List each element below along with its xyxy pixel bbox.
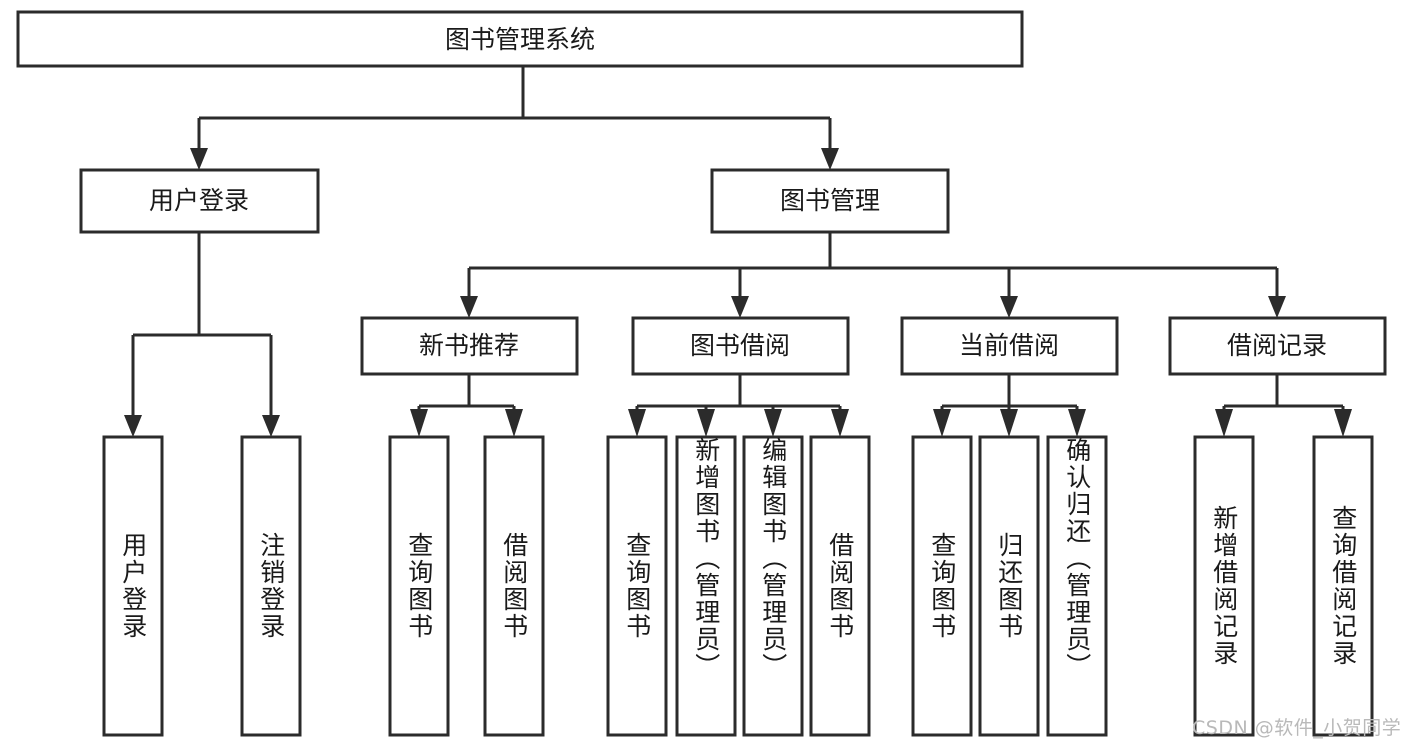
leaf-new-book-2-box[interactable] [483, 435, 545, 737]
arrow-new-book-leaf-2 [505, 409, 523, 437]
csdn-watermark: CSDN @软件_小贺同学 [1192, 717, 1402, 739]
leaf-user-login-2-box[interactable] [240, 435, 302, 737]
node-book-borrow-box[interactable] [631, 316, 850, 376]
node-current-borrow-label: 当前借阅 [959, 331, 1059, 360]
leaf-current-borrow-1-box[interactable] [911, 435, 973, 737]
leaf-book-borrow-3-box[interactable] [742, 435, 804, 737]
arrow-root-to-book-mgmt [821, 148, 839, 170]
leaf-new-book-1-box[interactable] [388, 435, 450, 737]
arrow-borrow-record-leaf-1 [1215, 409, 1233, 437]
arrow-book-mgmt-to-record [1268, 296, 1286, 318]
leaf-borrow-record-1-box[interactable] [1193, 435, 1255, 737]
arrow-root-to-user-login [190, 148, 208, 170]
connector-layer [124, 66, 1352, 437]
arrow-user-login-leaf-2 [262, 415, 280, 437]
arrow-book-mgmt-to-current [1000, 296, 1018, 318]
arrow-book-mgmt-to-new-book [460, 296, 478, 318]
leaf-user-login-1-box[interactable] [102, 435, 164, 737]
node-root-box[interactable] [16, 10, 1024, 68]
node-book-management-label: 图书管理 [780, 186, 880, 215]
arrow-book-borrow-leaf-1 [628, 409, 646, 437]
leaf-current-borrow-3-box[interactable] [1046, 435, 1108, 737]
node-borrow-record-box[interactable] [1168, 316, 1387, 376]
node-book-management-box[interactable] [710, 168, 950, 234]
arrow-book-mgmt-to-borrow [731, 296, 749, 318]
node-root-label: 图书管理系统 [445, 25, 595, 54]
node-user-login-label: 用户登录 [149, 186, 249, 215]
leaf-borrow-record-2-box[interactable] [1312, 435, 1374, 737]
node-layer: 图书管理系统 用户登录 图书管理 新书推荐 图书借阅 当前借阅 借阅记录 [16, 10, 1387, 737]
arrow-book-borrow-leaf-3 [764, 409, 782, 437]
arrow-current-borrow-leaf-2 [1000, 409, 1018, 437]
node-user-login-box[interactable] [79, 168, 320, 234]
arrow-new-book-leaf-1 [410, 409, 428, 437]
node-current-borrow-box[interactable] [900, 316, 1119, 376]
arrow-current-borrow-leaf-3 [1068, 409, 1086, 437]
node-borrow-record-label: 借阅记录 [1227, 331, 1327, 360]
node-book-borrow-label: 图书借阅 [690, 331, 790, 360]
arrow-borrow-record-leaf-2 [1334, 409, 1352, 437]
node-new-book-recommend-box[interactable] [360, 316, 579, 376]
leaf-book-borrow-1-box[interactable] [606, 435, 668, 737]
leaf-current-borrow-2-box[interactable] [978, 435, 1040, 737]
node-new-book-recommend-label: 新书推荐 [419, 331, 519, 360]
arrow-book-borrow-leaf-4 [831, 409, 849, 437]
arrow-user-login-leaf-1 [124, 415, 142, 437]
leaf-book-borrow-4-box[interactable] [809, 435, 871, 737]
arrow-current-borrow-leaf-1 [933, 409, 951, 437]
leaf-book-borrow-2-box[interactable] [675, 435, 737, 737]
arrow-book-borrow-leaf-2 [697, 409, 715, 437]
